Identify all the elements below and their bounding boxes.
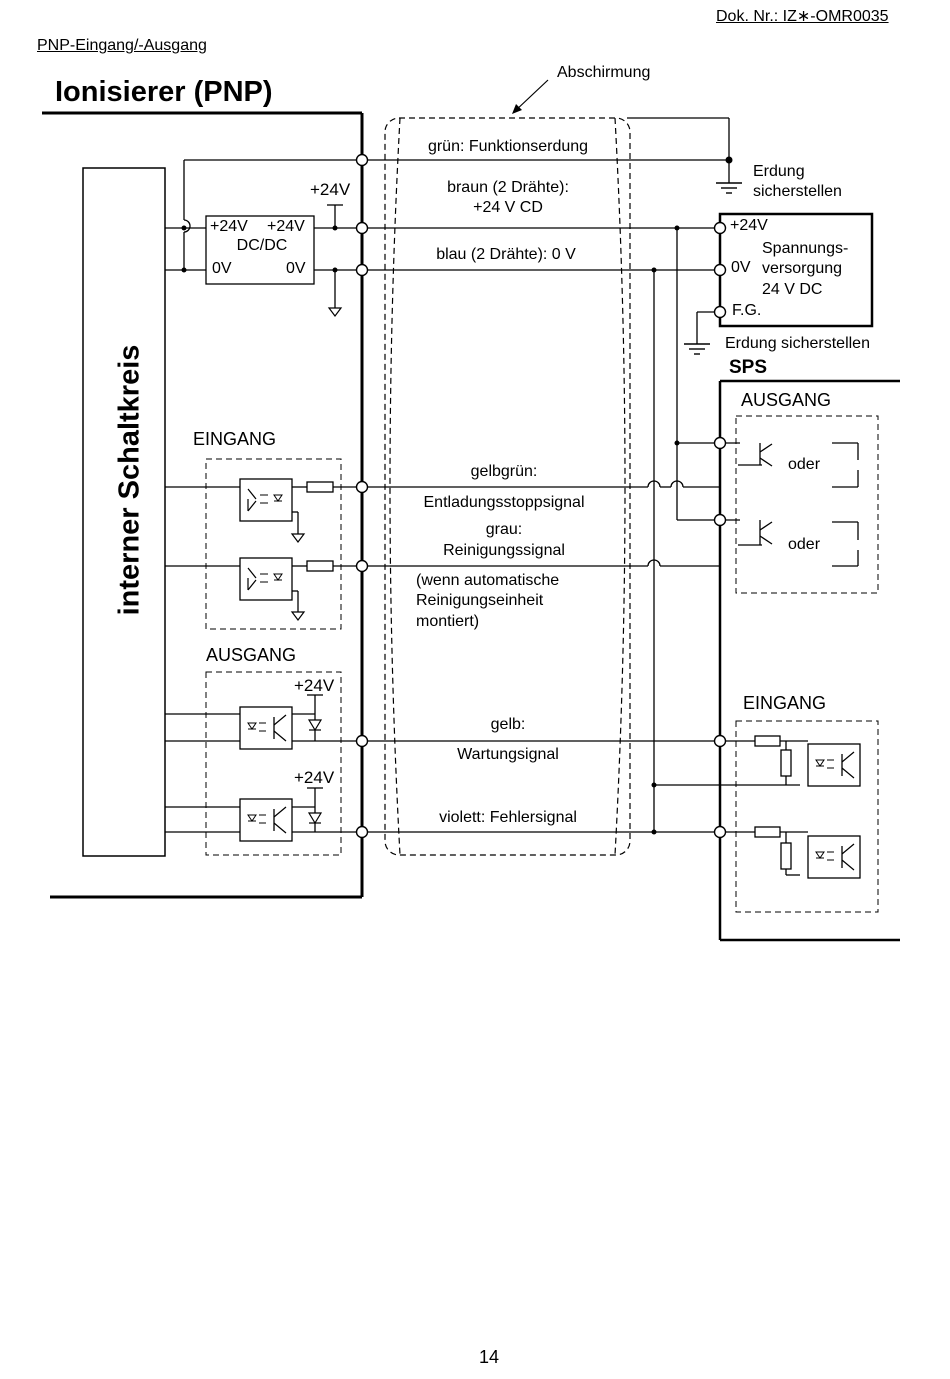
psu-fg: F.G.: [732, 302, 762, 319]
section-title: PNP-Eingang/-Ausgang: [37, 37, 207, 54]
dcdc-name: DC/DC: [236, 237, 288, 254]
wire-blue-label: blau (2 Drähte): 0 V: [436, 246, 576, 263]
dcdc-converter: [205, 215, 315, 285]
junctions: [181, 156, 733, 835]
psu-name-2: versorgung: [762, 260, 843, 277]
shield-label: Abschirmung: [557, 64, 651, 81]
ground-note-2: sicherstellen: [753, 183, 842, 200]
plc-title: SPS: [729, 357, 768, 378]
wire-yellow-label-2: Wartungsignal: [457, 746, 559, 763]
dcdc-right-top: +24V: [267, 218, 305, 235]
page-number: 14: [478, 1347, 500, 1367]
ionizer-input-label: EINGANG: [193, 429, 277, 449]
output-24v-label-1: +24V: [294, 676, 335, 695]
ionizer-24v-label: +24V: [310, 180, 351, 199]
psu-zero: 0V: [731, 259, 751, 276]
plc-output-label: AUSGANG: [741, 390, 832, 410]
dashed-groups: [205, 415, 879, 913]
plc-input-label: EINGANG: [743, 693, 827, 713]
cleaning-note-1: (wenn automatische: [416, 572, 560, 589]
psu-plus24: +24V: [730, 217, 768, 234]
ionizer-title: Ionisierer (PNP): [55, 76, 273, 108]
wires: [165, 117, 859, 876]
psu-name-3: 24 V DC: [762, 281, 823, 298]
resistors: [306, 481, 792, 870]
ionizer-output-label: AUSGANG: [206, 645, 297, 665]
wire-green-label: grün: Funktionserdung: [427, 138, 589, 155]
wire-brown-label-1: braun (2 Drähte):: [447, 179, 569, 196]
wire-yellowgreen-label-1: gelbgrün:: [470, 463, 538, 480]
dcdc-left-bottom: 0V: [212, 260, 232, 277]
ground-note-1: Erdung: [753, 163, 805, 180]
cleaning-note-3: montiert): [416, 613, 480, 630]
internal-circuit-label: interner Schaltkreis: [113, 344, 146, 616]
dcdc-left-top: +24V: [210, 218, 248, 235]
plc-or-1: oder: [788, 456, 821, 473]
dcdc-right-bottom: 0V: [286, 260, 306, 277]
wire-brown-label-2: +24 V CD: [473, 199, 543, 216]
wire-violet-label: violett: Fehlersignal: [439, 809, 577, 826]
diodes: [307, 719, 323, 825]
ionizer-box: [42, 111, 364, 899]
wire-grey-label-2: Reinigungssignal: [443, 542, 565, 559]
plc-box: [718, 379, 900, 942]
wire-grey-label-1: grau:: [485, 521, 523, 538]
psu-name-1: Spannungs-: [762, 240, 849, 257]
plc-or-2: oder: [788, 536, 821, 553]
doc-number: Dok. Nr.: IZ∗-OMR0035: [716, 8, 889, 25]
wire-yellowgreen-label-2: Entladungsstoppsignal: [423, 494, 585, 511]
cleaning-note-2: Reinigungseinheit: [416, 592, 544, 609]
output-24v-label-2: +24V: [294, 768, 335, 787]
fg-ground-note: Erdung sicherstellen: [725, 335, 870, 352]
wire-yellow-label-1: gelb:: [490, 716, 526, 733]
